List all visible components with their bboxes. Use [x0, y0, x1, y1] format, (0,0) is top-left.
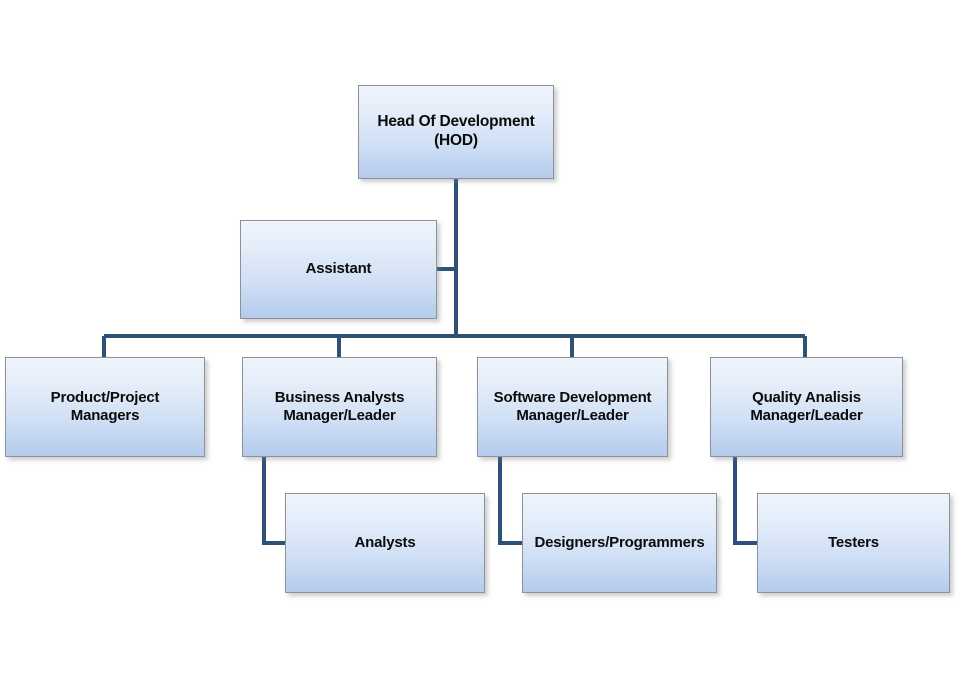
node-software-development-manager[interactable]: Software Development Manager/Leader — [477, 357, 668, 457]
node-label: Software Development Manager/Leader — [493, 388, 652, 424]
node-label: Testers — [828, 533, 879, 551]
node-label: Assistant — [305, 260, 372, 278]
node-label: Analysts — [354, 533, 416, 551]
node-quality-analisis-manager[interactable]: Quality Analisis Manager/Leader — [710, 357, 903, 457]
node-assistant[interactable]: Assistant — [240, 220, 437, 319]
node-head-of-development[interactable]: Head Of Development (HOD) — [358, 85, 554, 179]
node-label: Head Of Development (HOD) — [377, 113, 535, 149]
node-label: Product/Project Managers — [50, 388, 160, 424]
node-business-analysts-manager[interactable]: Business Analysts Manager/Leader — [242, 357, 437, 457]
node-product-project-managers[interactable]: Product/Project Managers — [5, 357, 205, 457]
node-label: Business Analysts Manager/Leader — [274, 388, 405, 424]
edge-business-analysts-to-analysts — [262, 457, 285, 545]
node-designers-programmers[interactable]: Designers/Programmers — [522, 493, 717, 593]
edge-quality-analisis-to-testers — [733, 457, 757, 545]
node-label: Designers/Programmers — [534, 533, 705, 551]
edge-software-development-to-designers — [498, 457, 522, 545]
node-label: Quality Analisis Manager/Leader — [750, 388, 863, 424]
node-testers[interactable]: Testers — [757, 493, 950, 593]
node-analysts[interactable]: Analysts — [285, 493, 485, 593]
